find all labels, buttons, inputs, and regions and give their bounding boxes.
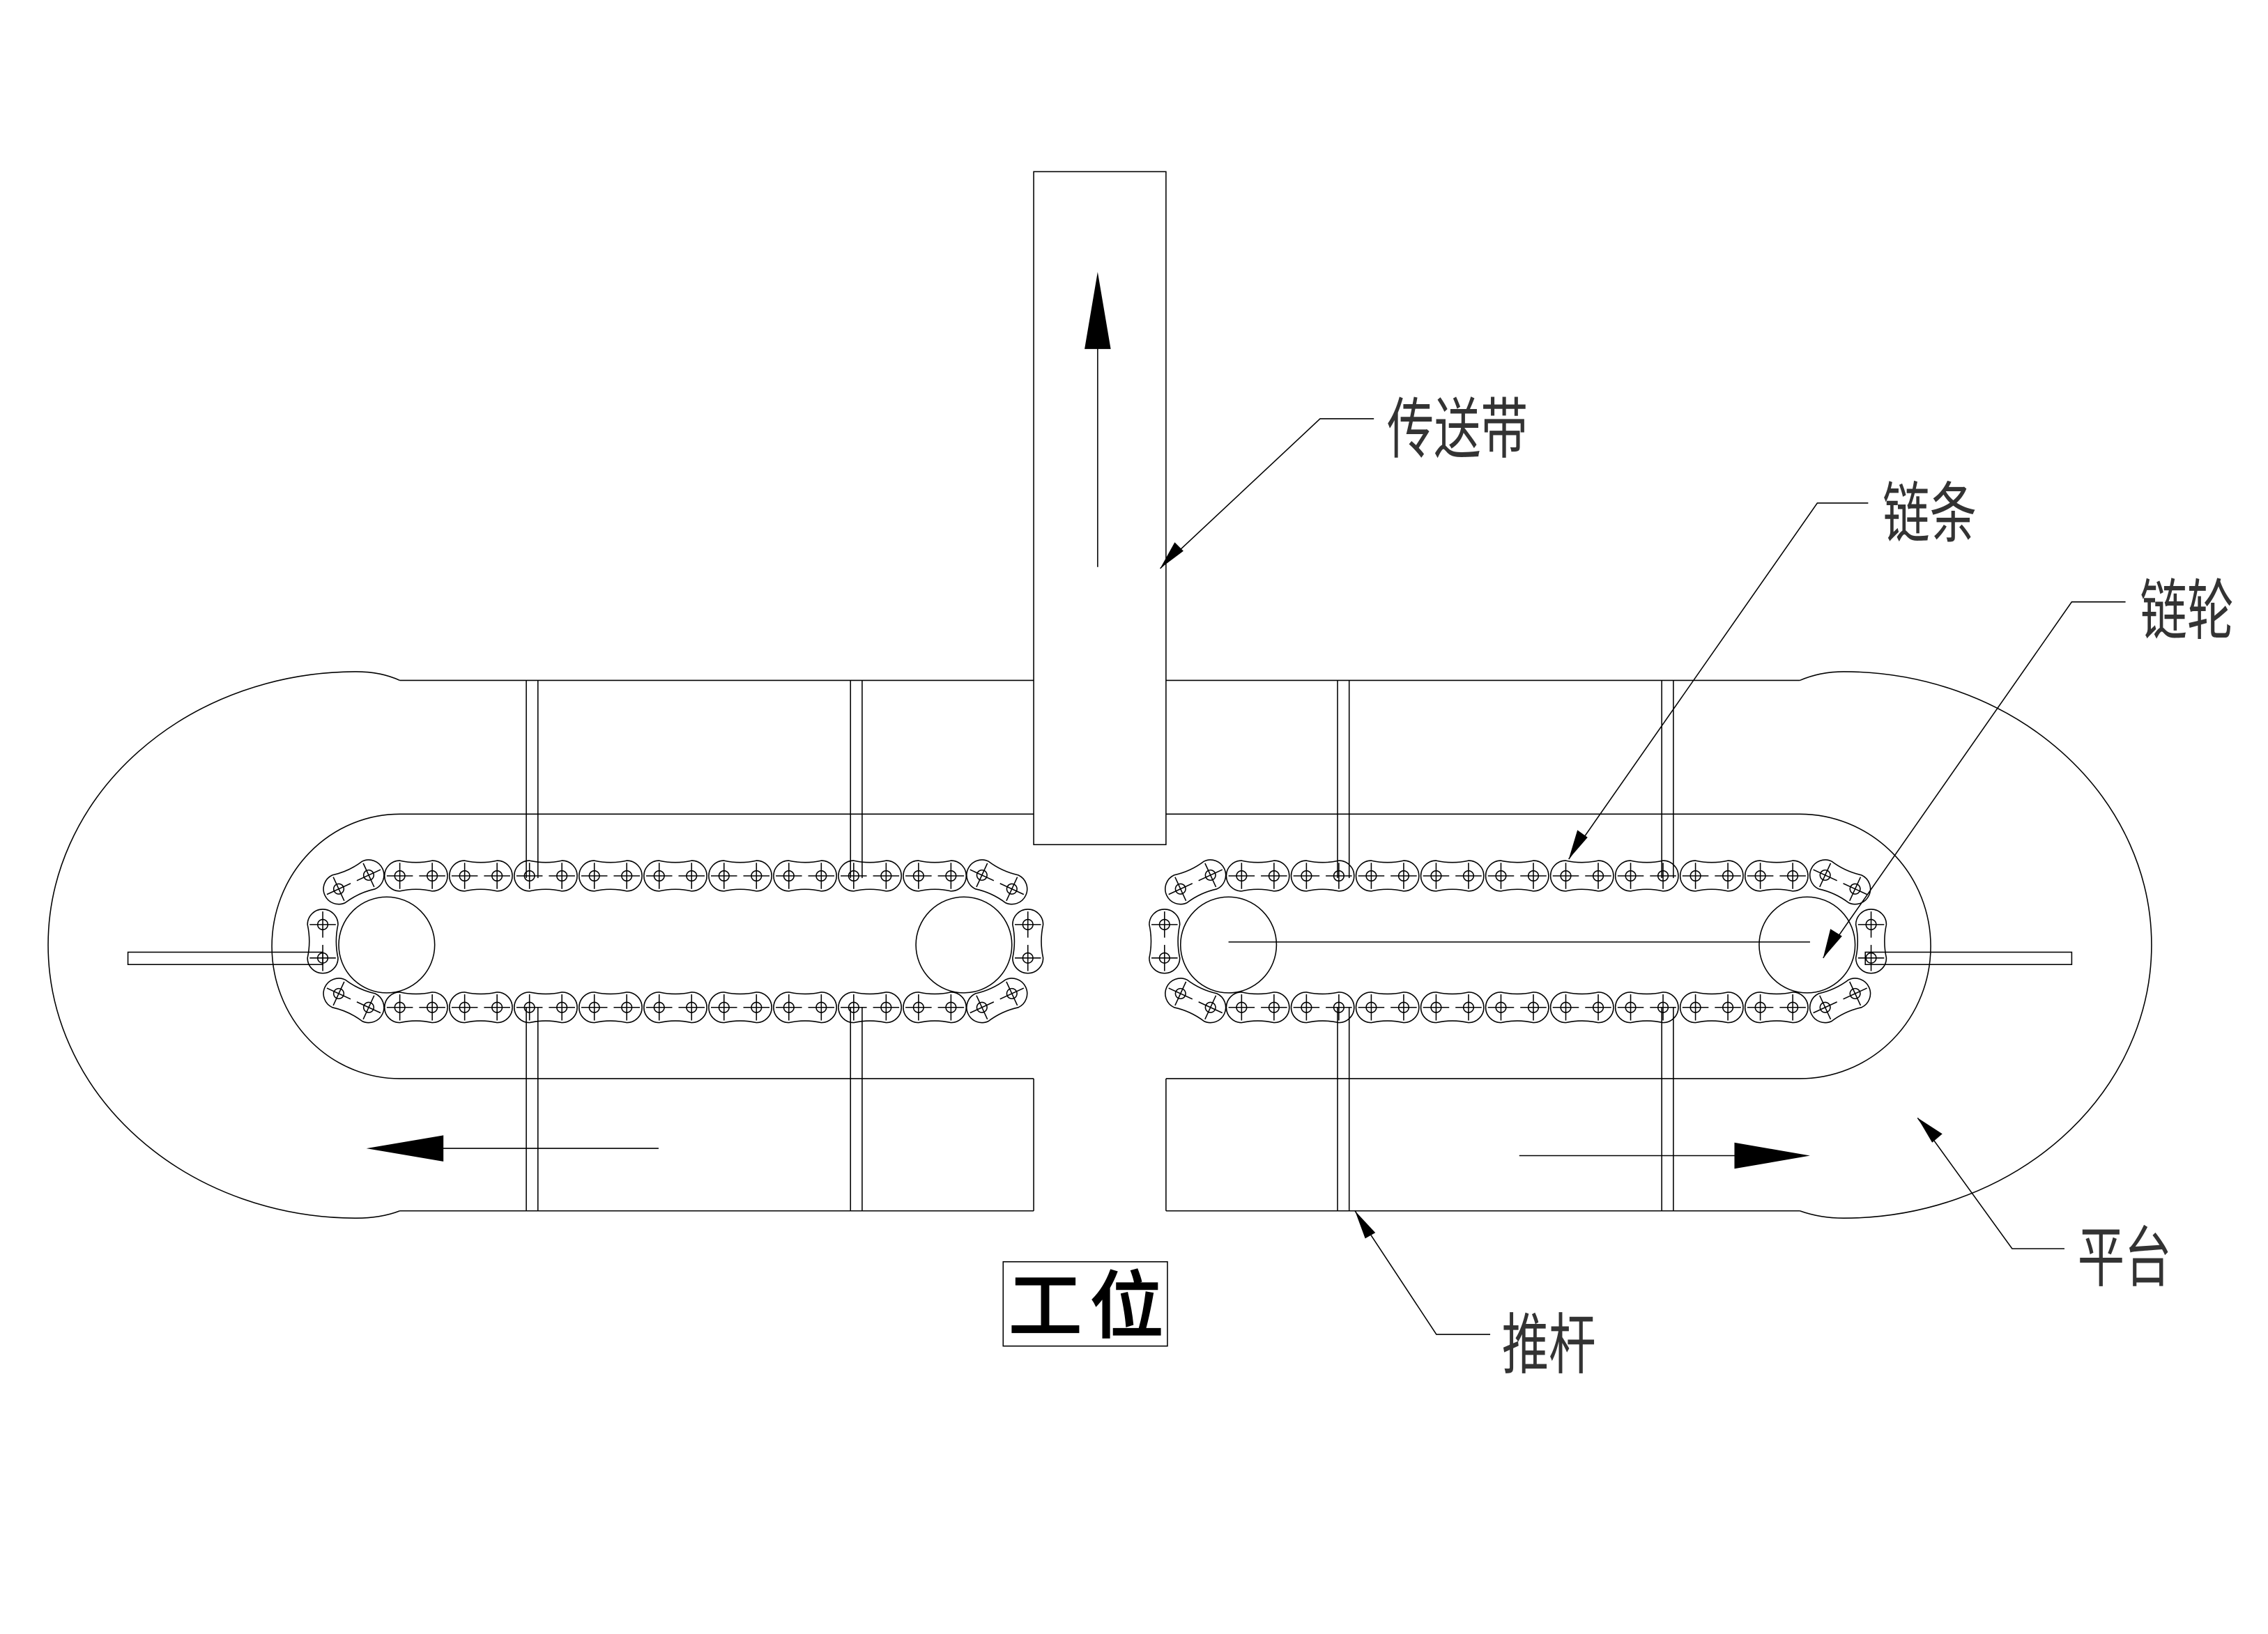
chain-link	[448, 992, 513, 1024]
chain-link	[1355, 992, 1420, 1024]
chains	[307, 859, 1887, 1024]
leaders	[1160, 418, 2126, 1335]
chain-link	[323, 978, 385, 1024]
workstation-label-box	[1002, 1261, 1168, 1347]
leader-arrowhead-icon	[1160, 542, 1183, 569]
chain-link	[838, 860, 903, 892]
platform-right-outline	[1800, 671, 2152, 1219]
label-platform: 平台	[2078, 1219, 2172, 1297]
leader-arrowhead-icon	[1355, 1210, 1376, 1239]
chain-link	[903, 992, 967, 1024]
push-rod	[526, 680, 539, 1211]
label-chain: 链条	[1883, 475, 1977, 553]
chain-link	[579, 860, 643, 892]
leader-arrowhead-icon	[1917, 1118, 1943, 1143]
leader-conveyor-belt	[1160, 418, 1374, 569]
chain-link	[966, 978, 1028, 1024]
sprocket-left-1	[338, 896, 436, 994]
label-push-rod: 推杆	[1502, 1307, 1596, 1384]
chain-link	[1744, 992, 1809, 1024]
chain-link	[1420, 992, 1485, 1024]
drive-bar-right	[1864, 951, 2073, 966]
chain-left	[307, 859, 1044, 1024]
chain-link	[708, 992, 772, 1024]
chain-link	[773, 992, 838, 1024]
chain-link	[1355, 860, 1420, 892]
push-rod	[850, 680, 863, 1211]
platform-left-outline	[47, 671, 400, 1219]
chain-link	[1290, 860, 1355, 892]
chain-link	[448, 860, 513, 892]
chain-link	[1855, 909, 1887, 974]
sprocket-right-2	[1759, 896, 1856, 994]
sprocket-right-1	[1179, 896, 1278, 994]
label-sprocket: 链轮	[2140, 573, 2234, 650]
workstation-label-text: 工位	[1009, 1263, 1163, 1349]
chain-link	[1809, 859, 1871, 905]
inner-track-left	[271, 813, 1034, 1079]
conveyor-belt	[1033, 171, 1167, 845]
chain-link	[643, 860, 707, 892]
chain-link	[514, 992, 578, 1024]
sprockets	[127, 896, 2073, 994]
chain-right	[1149, 859, 1887, 1024]
chain-link	[643, 992, 707, 1024]
chain-link	[966, 859, 1028, 905]
workstation-label: 工位	[1002, 1261, 1168, 1349]
sprocket-left-2	[915, 896, 1013, 994]
chain-link	[1290, 992, 1355, 1024]
chain-link	[1549, 992, 1614, 1024]
chain-link	[1225, 860, 1290, 892]
platform	[47, 671, 2152, 1219]
chain-link	[1149, 909, 1181, 974]
chain-link	[1744, 860, 1809, 892]
arrow-left-icon	[366, 1135, 444, 1162]
drive-bar-left	[127, 951, 323, 966]
leader-sprocket	[1823, 601, 2126, 959]
arrow-right-icon	[1734, 1142, 1810, 1169]
chain-link	[383, 992, 448, 1024]
chain-link	[903, 860, 967, 892]
chain-link	[1809, 978, 1871, 1024]
arrow-up-icon	[1085, 272, 1111, 349]
push-rod	[1661, 680, 1674, 1211]
chain-link	[708, 860, 772, 892]
chain-link	[773, 860, 838, 892]
chain-link	[1485, 992, 1549, 1024]
inner-track-right	[1165, 813, 1931, 1079]
chain-link	[838, 992, 903, 1024]
leader-arrowhead-icon	[1568, 830, 1588, 859]
chain-link	[323, 859, 385, 905]
push-rods	[526, 680, 1674, 1211]
leader-push-rod	[1354, 1210, 1491, 1335]
push-rod	[1337, 680, 1350, 1211]
leader-arrowhead-icon	[1823, 929, 1842, 958]
chain-link	[1549, 860, 1614, 892]
chain-link	[1679, 860, 1744, 892]
direction-arrows	[366, 1135, 1810, 1169]
chain-link	[307, 909, 339, 974]
chain-link	[579, 992, 643, 1024]
chain-link	[1165, 978, 1227, 1024]
chain-link	[1012, 909, 1044, 974]
chain-link	[1165, 859, 1227, 905]
leader-chain	[1568, 502, 1869, 860]
conveyor-belt-body	[1033, 171, 1167, 845]
chain-link	[1225, 992, 1290, 1024]
chain-link	[383, 860, 448, 892]
chain-link	[1420, 860, 1485, 892]
chain-link	[514, 860, 578, 892]
chain-link	[1485, 860, 1549, 892]
chain-link	[1614, 992, 1679, 1024]
chain-link	[1679, 992, 1744, 1024]
chain-link	[1614, 860, 1679, 892]
label-conveyor-belt: 传送带	[1387, 391, 1528, 468]
leader-platform	[1917, 1117, 2064, 1249]
